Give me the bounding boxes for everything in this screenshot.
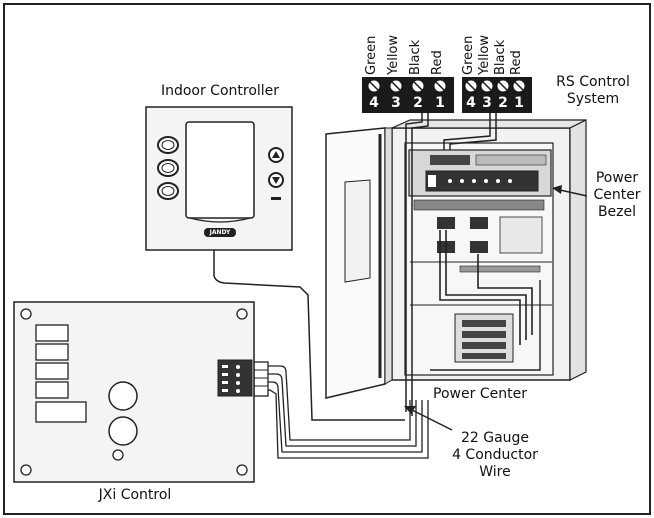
rs-wire-b (411, 109, 429, 416)
power-center-bezel-label: Power Center Bezel (588, 170, 646, 221)
wire-arrow (409, 408, 453, 431)
wire-line3: Wire (479, 464, 511, 480)
power-center-label: Power Center (420, 386, 540, 403)
bezel-line3: Bezel (597, 204, 637, 220)
terminal-number: 3 (391, 95, 401, 111)
power-center-door (325, 127, 393, 399)
wire-label: Green (364, 35, 379, 75)
rs-control-system-label: RS Control System (548, 74, 638, 108)
wire-label: Black (493, 39, 508, 75)
terminal-block-2 (462, 77, 532, 113)
terminal-number: 1 (514, 95, 524, 111)
controller-wire (213, 250, 405, 421)
bezel-line2: Center (593, 187, 641, 203)
terminal-block-1 (362, 77, 454, 113)
indoor-controller-label: Indoor Controller (150, 83, 290, 100)
terminal-number: 4 (466, 95, 476, 111)
wire-line1: 22 Gauge (460, 430, 530, 446)
terminal-number: 1 (435, 95, 445, 111)
wire-label: Yellow (386, 34, 401, 75)
jxi-control-board (13, 301, 255, 483)
rs-wire-d (449, 109, 497, 150)
wire-label: Green (461, 35, 476, 75)
indoor-controller-device (145, 106, 293, 251)
terminal-number: 3 (482, 95, 492, 111)
power-center-enclosure (391, 119, 587, 381)
jxi-control-label: JXi Control (80, 487, 190, 504)
conductor-wire-label: 22 Gauge 4 Conductor Wire (440, 430, 550, 481)
wire-label: Black (408, 39, 423, 75)
conductor-wire-bundle (268, 365, 429, 459)
bezel-line1: Power (595, 170, 639, 186)
wire-label: Red (509, 50, 524, 75)
wire-line2: 4 Conductor (452, 447, 538, 463)
rs-wire-a (405, 109, 423, 412)
rs-control-line2: System (566, 91, 620, 107)
controller-brand-label: JANDY (209, 229, 231, 236)
bezel-arrow (559, 189, 588, 197)
rs-control-line1: RS Control (556, 74, 630, 90)
wire-label: Yellow (477, 34, 492, 75)
diagram-border (3, 3, 651, 515)
indoor-controller-text: Indoor Controller (160, 83, 280, 99)
terminal-number: 2 (413, 95, 423, 111)
rs-wire-c (443, 109, 491, 150)
power-center-text: Power Center (433, 386, 527, 402)
jxi-control-text: JXi Control (98, 487, 172, 503)
terminal-number: 2 (498, 95, 508, 111)
wire-label: Red (430, 50, 445, 75)
terminal-number: 4 (369, 95, 379, 111)
